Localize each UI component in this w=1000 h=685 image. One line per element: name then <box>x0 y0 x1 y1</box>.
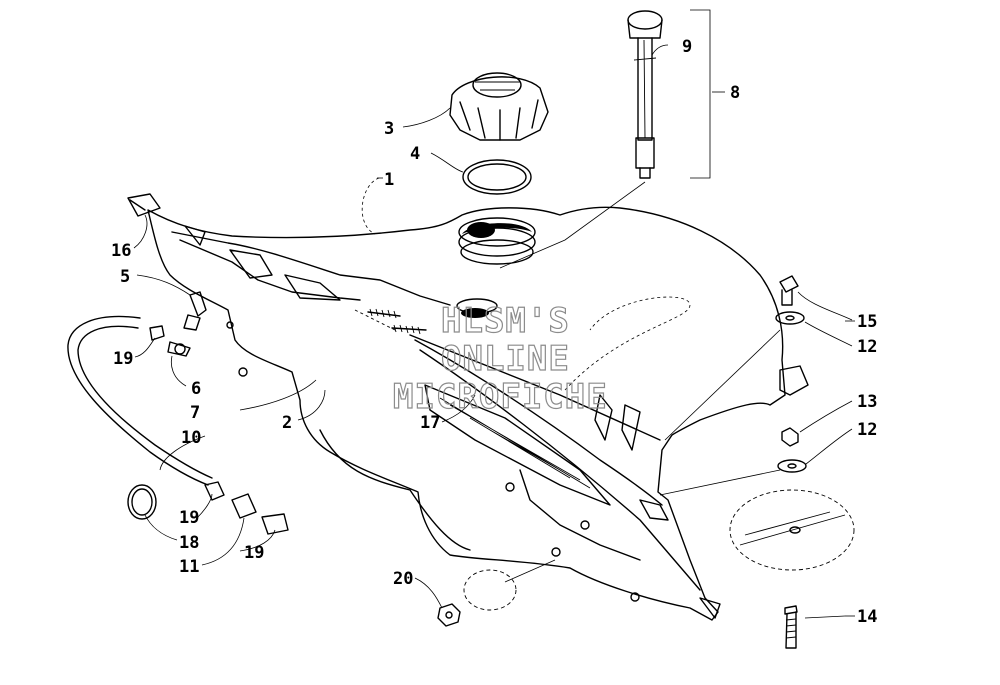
fuel-cap <box>449 72 549 141</box>
callout-16: 16 <box>111 241 131 261</box>
callout-9: 9 <box>682 37 692 57</box>
callout-19-b: 19 <box>179 508 199 528</box>
callout-11: 11 <box>179 557 199 577</box>
callout-12-lower: 12 <box>857 420 877 440</box>
callout-3: 3 <box>384 119 394 139</box>
callout-dashes <box>377 177 855 617</box>
filter-fittings <box>204 481 289 535</box>
callout-15: 15 <box>857 312 877 332</box>
petcock <box>149 291 207 357</box>
callout-13: 13 <box>857 392 877 412</box>
watermark-line-1: HLSM'S <box>441 301 570 341</box>
callout-4: 4 <box>410 144 420 164</box>
callout-18: 18 <box>179 533 199 553</box>
o-ring <box>462 159 532 195</box>
nut <box>437 603 461 627</box>
callout-6: 6 <box>191 379 201 399</box>
callout-12-upper: 12 <box>857 337 877 357</box>
leader-lines <box>133 9 853 619</box>
callouts: 1 2 3 4 5 6 7 8 9 10 11 12 12 13 14 15 1… <box>111 37 877 627</box>
tank-studs <box>367 308 427 335</box>
callout-20: 20 <box>393 569 413 589</box>
watermark-line-3: MICROFICHE <box>393 377 608 417</box>
callout-14: 14 <box>857 607 877 627</box>
watermark: HLSM'S ONLINE MICROFICHE <box>392 300 608 417</box>
watermark-line-2: ONLINE <box>441 339 570 379</box>
callout-2: 2 <box>282 413 292 433</box>
callout-5: 5 <box>120 267 130 287</box>
detail-circle <box>463 569 517 611</box>
fuel-hose <box>67 315 213 486</box>
mount-detail <box>729 489 855 571</box>
hose-clamp <box>127 484 157 520</box>
hardware <box>775 275 807 649</box>
callout-10: 10 <box>181 428 201 448</box>
callout-19-a: 19 <box>113 349 133 369</box>
fuel-tank <box>147 206 809 621</box>
callout-17: 17 <box>420 413 440 433</box>
callout-1: 1 <box>384 170 394 190</box>
callout-7: 7 <box>190 403 200 423</box>
callout-19-c: 19 <box>244 543 264 563</box>
bracket <box>127 193 161 217</box>
fuel-gauge <box>627 10 663 179</box>
callout-8: 8 <box>730 83 740 103</box>
